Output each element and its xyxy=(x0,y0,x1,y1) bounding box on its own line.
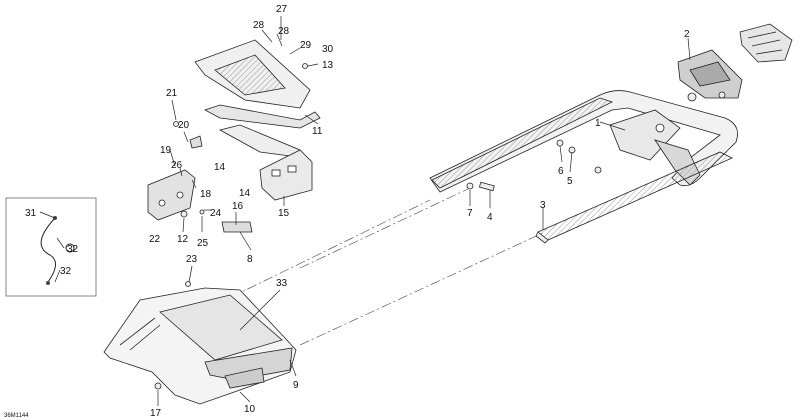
callout-8: 8 xyxy=(247,254,253,265)
callout-16: 16 xyxy=(232,201,244,212)
callout-13: 13 xyxy=(322,60,334,71)
callout-3: 3 xyxy=(540,200,546,211)
callout-14-upper: 14 xyxy=(214,162,226,173)
callout-33: 33 xyxy=(276,278,288,289)
callout-23: 23 xyxy=(186,254,198,265)
leader-lines xyxy=(39,16,691,406)
frame-rail-assembly xyxy=(429,90,738,193)
callout-18: 18 xyxy=(200,189,212,200)
wiring-inset xyxy=(5,197,97,297)
callout-5: 5 xyxy=(567,176,573,187)
callout-10: 10 xyxy=(244,404,256,415)
callout-12: 12 xyxy=(177,234,189,245)
callout-14-lower: 14 xyxy=(239,188,251,199)
callout-21: 21 xyxy=(166,88,178,99)
tail-light-lens xyxy=(739,23,793,63)
callout-27: 27 xyxy=(276,4,288,15)
upper-bracket-assembly xyxy=(194,39,321,159)
callout-4: 4 xyxy=(487,212,493,223)
callout-28-right: 28 xyxy=(278,26,290,37)
callout-6: 6 xyxy=(558,166,564,177)
callout-17: 17 xyxy=(150,408,162,419)
callout-19: 19 xyxy=(160,145,172,156)
tail-light-housing xyxy=(677,49,743,102)
callout-25: 25 xyxy=(197,238,209,249)
reference-code: 36M1144 xyxy=(4,413,29,419)
callout-32-upper: 32 xyxy=(67,244,79,255)
callout-26: 26 xyxy=(171,160,183,171)
callout-28-left: 28 xyxy=(253,20,265,31)
callout-30: 30 xyxy=(322,44,334,55)
callout-20: 20 xyxy=(178,120,190,131)
reflector xyxy=(221,221,253,233)
rear-bumper xyxy=(103,287,297,405)
callout-9: 9 xyxy=(293,380,299,391)
side-bracket-plate xyxy=(147,169,196,221)
callout-11: 11 xyxy=(312,126,323,137)
callout-24: 24 xyxy=(210,208,222,219)
callout-15: 15 xyxy=(278,208,290,219)
callout-7: 7 xyxy=(467,208,473,219)
callout-1: 1 xyxy=(595,118,601,129)
alignment-lines xyxy=(214,187,546,346)
callout-29: 29 xyxy=(300,40,312,51)
callout-31: 31 xyxy=(25,208,37,219)
side-rail xyxy=(535,151,733,244)
callout-22: 22 xyxy=(149,234,161,245)
callout-32-lower: 32 xyxy=(60,266,72,277)
license-plate-bracket xyxy=(259,149,313,201)
callout-2: 2 xyxy=(684,29,690,40)
callout-labels: 1 2 3 4 5 6 7 8 9 10 11 12 13 14 14 15 1… xyxy=(4,4,690,419)
